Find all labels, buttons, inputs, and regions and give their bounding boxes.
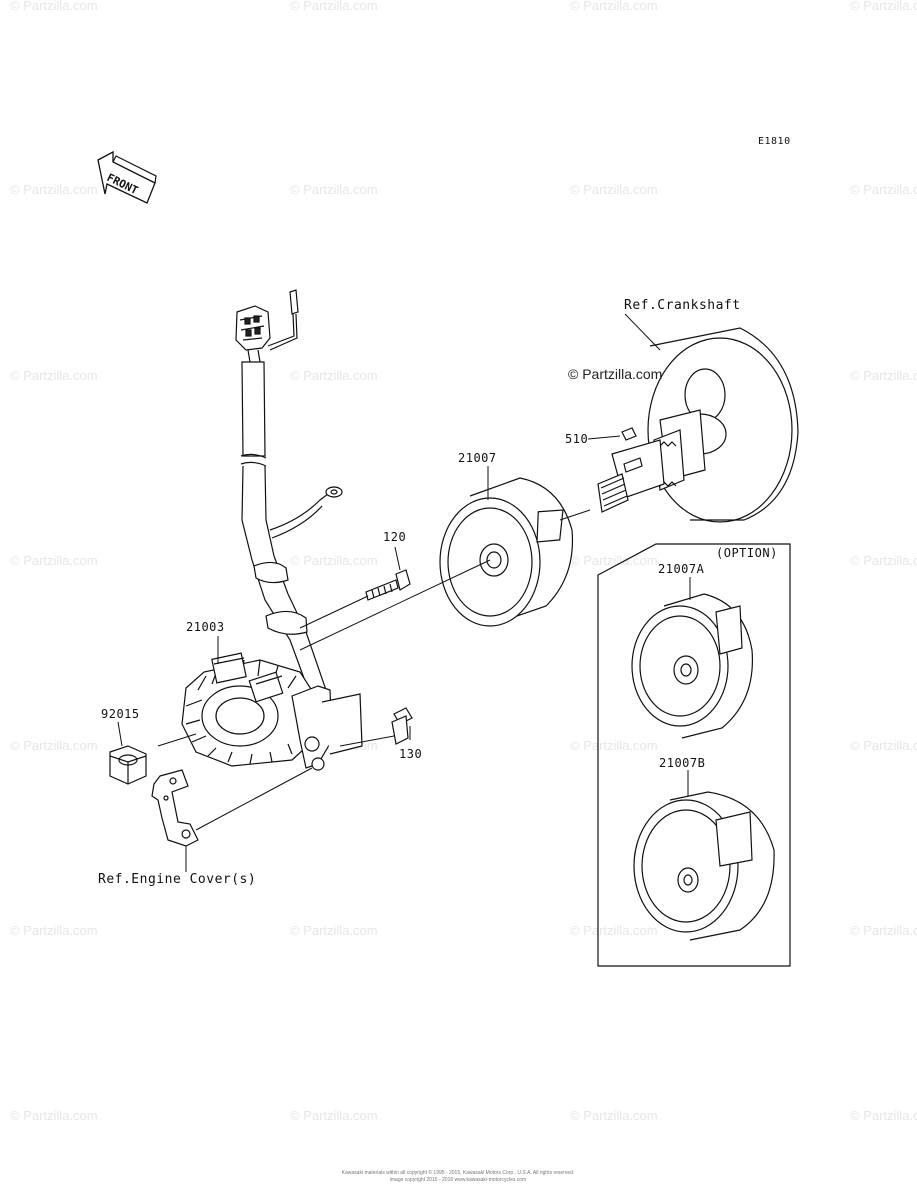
watermark: © Partzilla.com [850, 553, 917, 568]
label-120: 120 [383, 530, 407, 544]
leader-lines [117, 313, 691, 872]
flywheel-part [439, 477, 574, 627]
option-box [597, 543, 791, 967]
watermark: © Partzilla.com [290, 368, 378, 383]
label-21003: 21003 [186, 620, 225, 634]
label-21007: 21007 [458, 451, 497, 465]
front-arrow-icon: FRONT [97, 150, 157, 204]
watermark: © Partzilla.com [10, 0, 98, 13]
watermark: © Partzilla.com [10, 553, 98, 568]
watermark: © Partzilla.com [570, 1108, 658, 1123]
watermark: © Partzilla.com [570, 0, 658, 13]
watermark: © Partzilla.com [850, 0, 917, 13]
center-watermark: © Partzilla.com [568, 366, 663, 382]
nut-part [109, 745, 147, 785]
watermark: © Partzilla.com [850, 368, 917, 383]
watermark: © Partzilla.com [10, 738, 98, 753]
label-21007a: 21007A [658, 562, 705, 576]
bolt-part [365, 569, 411, 601]
watermark: © Partzilla.com [10, 182, 98, 197]
watermark: © Partzilla.com [290, 1108, 378, 1123]
plate-part [151, 769, 199, 847]
diagram-code: E1810 [758, 136, 791, 147]
crankshaft-part [597, 327, 799, 523]
watermark: © Partzilla.com [290, 0, 378, 13]
flywheel-b-part [633, 791, 775, 941]
stator-part [181, 652, 363, 771]
watermark: © Partzilla.com [850, 182, 917, 197]
watermark: © Partzilla.com [850, 1108, 917, 1123]
watermark: © Partzilla.com [10, 368, 98, 383]
footer-image-credit: image copyright 2015 - 2016 www.kawasaki… [389, 1177, 527, 1183]
watermark: © Partzilla.com [850, 923, 917, 938]
watermark: © Partzilla.com [10, 1108, 98, 1123]
watermark: © Partzilla.com [570, 738, 658, 753]
label-92015: 92015 [101, 707, 140, 721]
watermark: © Partzilla.com [290, 182, 378, 197]
watermark: © Partzilla.com [570, 923, 658, 938]
label-510: 510 [565, 432, 589, 446]
footer-copyright: Kawasaki materials within all copyright … [341, 1170, 575, 1176]
label-130: 130 [399, 747, 423, 761]
label-21007b: 21007B [659, 756, 706, 770]
screw-part [391, 707, 413, 745]
watermark: © Partzilla.com [290, 923, 378, 938]
label-ref-crankshaft: Ref.Crankshaft [624, 298, 741, 313]
watermark: © Partzilla.com [850, 738, 917, 753]
label-option: (OPTION) [716, 546, 778, 560]
watermark: © Partzilla.com [10, 923, 98, 938]
watermark: © Partzilla.com [570, 182, 658, 197]
watermark: © Partzilla.com [570, 553, 658, 568]
label-ref-engine-cover: Ref.Engine Cover(s) [98, 872, 257, 887]
key-part [621, 427, 637, 441]
flywheel-a-part [631, 593, 754, 739]
watermark: © Partzilla.com [290, 553, 378, 568]
